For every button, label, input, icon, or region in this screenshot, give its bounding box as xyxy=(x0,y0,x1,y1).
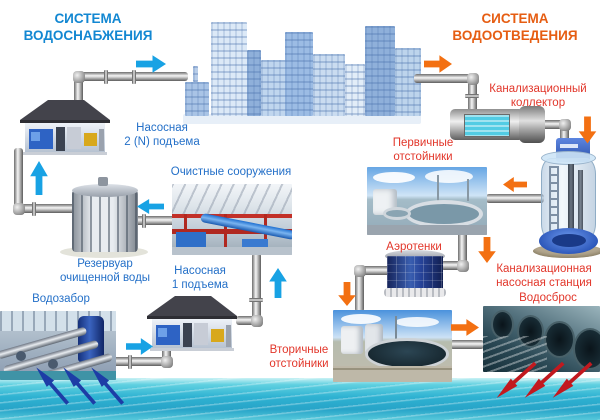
pipe-pump1-stub xyxy=(236,316,258,325)
kns-ladder xyxy=(549,166,559,232)
sewer-collector-window xyxy=(464,114,510,137)
sewer-collector-label: Канализационный коллектор xyxy=(489,83,587,109)
kns-control-box-label xyxy=(560,144,578,148)
city-building xyxy=(285,32,313,116)
aeration-tank-body xyxy=(387,256,443,291)
sewage-pump-station-label: Канализационная насосная станция xyxy=(496,263,592,289)
pipe-flange xyxy=(32,202,36,216)
reservoir-vent xyxy=(98,177,108,186)
flow-arrow-sewer-header-icon xyxy=(424,55,452,73)
flow-arrow-secondary-to-discharge-icon xyxy=(451,319,479,336)
pipe-city-to-collector xyxy=(414,74,478,83)
treatment-plant-photo xyxy=(172,184,292,255)
primary-clarifiers-photo xyxy=(367,167,487,235)
treatment-plant-label: Очистные сооружения xyxy=(170,166,292,178)
pump-station-2-label: Насосная 2 (N) подъема xyxy=(124,122,200,148)
pipe-pump2-to-city xyxy=(74,72,188,81)
pipe-pump2-to-city-riser xyxy=(74,72,83,112)
pipe-collector-to-kns xyxy=(540,120,568,129)
pipe-elbow xyxy=(73,71,85,83)
pipe-intake-to-pump1 xyxy=(112,357,170,366)
reservoir-label: Резервуар очищенной воды xyxy=(59,258,151,284)
city-building xyxy=(247,50,261,116)
discharge-spillway-photo xyxy=(483,306,600,372)
city-building xyxy=(185,82,209,116)
city-building xyxy=(261,60,287,116)
pump-station-1-label: Насосная 1 подъема xyxy=(171,265,229,291)
pipe-pump1-to-treatment-riser xyxy=(252,253,261,319)
aeration-tank-base xyxy=(384,288,446,297)
city-building xyxy=(345,64,365,116)
pipe-flange xyxy=(249,298,263,302)
pipe-primary-down xyxy=(458,232,467,268)
city-building xyxy=(193,66,198,82)
kns-cylinder-top xyxy=(541,151,596,165)
kns-base-inner xyxy=(552,234,586,247)
pipe-reservoir-to-pump2 xyxy=(14,204,76,213)
secondary-clarifiers-photo xyxy=(333,310,452,382)
flow-arrow-kns-to-primary-icon xyxy=(503,176,527,193)
primary-clarifiers-label: Первичные отстойники xyxy=(392,137,454,163)
pipe-kns-riser xyxy=(560,120,569,144)
pipe-aeration-out xyxy=(358,266,390,275)
aeration-tank-panels xyxy=(387,256,443,291)
pump-station-2-building xyxy=(20,100,110,155)
pipe-elbow xyxy=(457,260,469,272)
flow-arrow-supply-header-icon xyxy=(136,55,166,73)
pipe-kns-to-primary xyxy=(486,194,544,203)
pump-station-1-building xyxy=(147,296,237,351)
sewer-system-title: СИСТЕМА ВОДООТВЕДЕНИЯ xyxy=(452,11,578,43)
flow-arrow-down-to-secondary-icon xyxy=(337,282,357,306)
pipe-flange xyxy=(104,70,108,84)
flow-arrow-up-to-pump2-icon xyxy=(29,161,49,195)
water-intake-photo xyxy=(0,311,116,380)
pipe-secondary-to-discharge xyxy=(450,340,484,349)
city-base xyxy=(183,114,421,124)
city-building xyxy=(365,26,395,116)
flow-arrow-down-to-aeration-icon xyxy=(477,237,497,263)
secondary-clarifiers-label: Вторичные отстойники xyxy=(269,344,329,370)
kns-internal-pipe xyxy=(578,170,583,234)
flow-arrow-treatment-to-reservoir-icon xyxy=(137,198,164,215)
city-building xyxy=(211,22,247,116)
pipe-elbow xyxy=(467,73,479,85)
pipe-elbow xyxy=(13,203,25,215)
discharge-label: Водосброс xyxy=(519,292,577,304)
pipe-elbow xyxy=(559,119,571,131)
supply-system-title: СИСТЕМА ВОДОСНАБЖЕНИЯ xyxy=(23,11,153,43)
pipe-flange xyxy=(132,70,136,84)
sea-water xyxy=(0,378,600,420)
reservoir-tank-shading xyxy=(72,190,138,252)
aeration-tanks-label: Аэротенки xyxy=(386,241,442,253)
city-illustration xyxy=(183,2,421,124)
sewer-collector-cap xyxy=(519,106,545,143)
pipe-reservoir-to-pump2-riser xyxy=(14,148,23,210)
pipe-elbow xyxy=(161,356,173,368)
kns-internal-pipe xyxy=(568,164,574,236)
pipe-flange xyxy=(128,355,132,369)
pipe-treatment-to-reservoir xyxy=(132,216,176,225)
city-building xyxy=(313,54,345,116)
reservoir-tank-top xyxy=(72,184,138,197)
pipe-elbow xyxy=(251,315,263,327)
pipe-flange xyxy=(142,214,146,228)
pipe-intake-riser xyxy=(162,342,171,366)
pipe-elbow xyxy=(354,265,366,277)
flow-arrow-up-to-treatment-icon xyxy=(268,268,288,298)
pipe-flange xyxy=(465,94,479,98)
pipe-to-secondary xyxy=(355,266,364,312)
pipe-to-aeration xyxy=(441,261,465,270)
water-intake-label: Водозабор xyxy=(32,293,90,305)
